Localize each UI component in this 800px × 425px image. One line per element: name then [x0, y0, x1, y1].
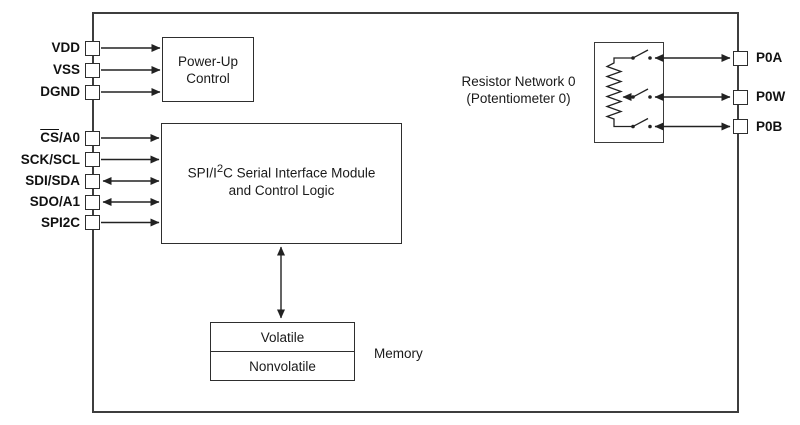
pin-square-vdd: [85, 40, 100, 56]
pin-square-sck-scl: [85, 152, 100, 167]
power-up-control-block: Power-Up Control: [162, 37, 254, 102]
pin-square-p0b: [732, 119, 748, 134]
volatile-memory-block: Volatile: [210, 322, 355, 353]
pin-square-sdo-a1: [85, 194, 100, 210]
serial-interface-block: SPI/I2C Serial Interface Module and Cont…: [161, 123, 402, 244]
serial-interface-label-line2: and Control Logic: [228, 182, 335, 198]
pin-label-cs-a0: CS/A0: [40, 130, 80, 145]
pin-label-spi2c: SPI2C: [40, 214, 80, 230]
pin-label-vdd: VDD: [51, 40, 80, 55]
pin-square-cs-a0: [85, 130, 100, 146]
memory-block: Volatile Nonvolatile: [210, 322, 355, 382]
resistor-network-label-line2: (Potentiometer 0): [466, 90, 571, 106]
power-up-control-label-line2: Control: [186, 70, 230, 86]
pin-square-sdi-sda: [85, 173, 100, 189]
resistor-network-label: Resistor Network 0 (Potentiometer 0): [446, 74, 591, 107]
power-up-control-label-line1: Power-Up: [177, 53, 239, 69]
pin-label-sck-scl: SCK/SCL: [20, 151, 80, 167]
nonvolatile-memory-block: Nonvolatile: [210, 350, 355, 382]
pin-label-p0a: P0A: [756, 50, 783, 65]
pin-square-spi2c: [85, 215, 100, 230]
superscript-2: 2: [216, 163, 224, 175]
pin-square-vss: [85, 62, 100, 78]
pin-label-sdi-sda: SDI/SDA: [25, 173, 80, 188]
pin-label-p0w: P0W: [756, 89, 786, 104]
serial-interface-label-line1: SPI/I2C Serial Interface Module: [187, 163, 376, 181]
device-boundary: [92, 12, 739, 413]
pin-square-dgnd: [85, 84, 100, 100]
pin-square-p0w: [732, 89, 748, 105]
pin-label-vss: VSS: [52, 62, 80, 77]
pin-label-dgnd: DGND: [40, 84, 80, 99]
pin-label-sdo-a1: SDO/A1: [29, 194, 80, 209]
resistor-network-box: [594, 42, 664, 143]
pin-label-p0b: P0B: [756, 118, 783, 134]
pin-square-p0a: [732, 50, 748, 66]
memory-label: Memory: [374, 346, 423, 361]
resistor-network-label-line1: Resistor Network 0: [461, 74, 576, 89]
